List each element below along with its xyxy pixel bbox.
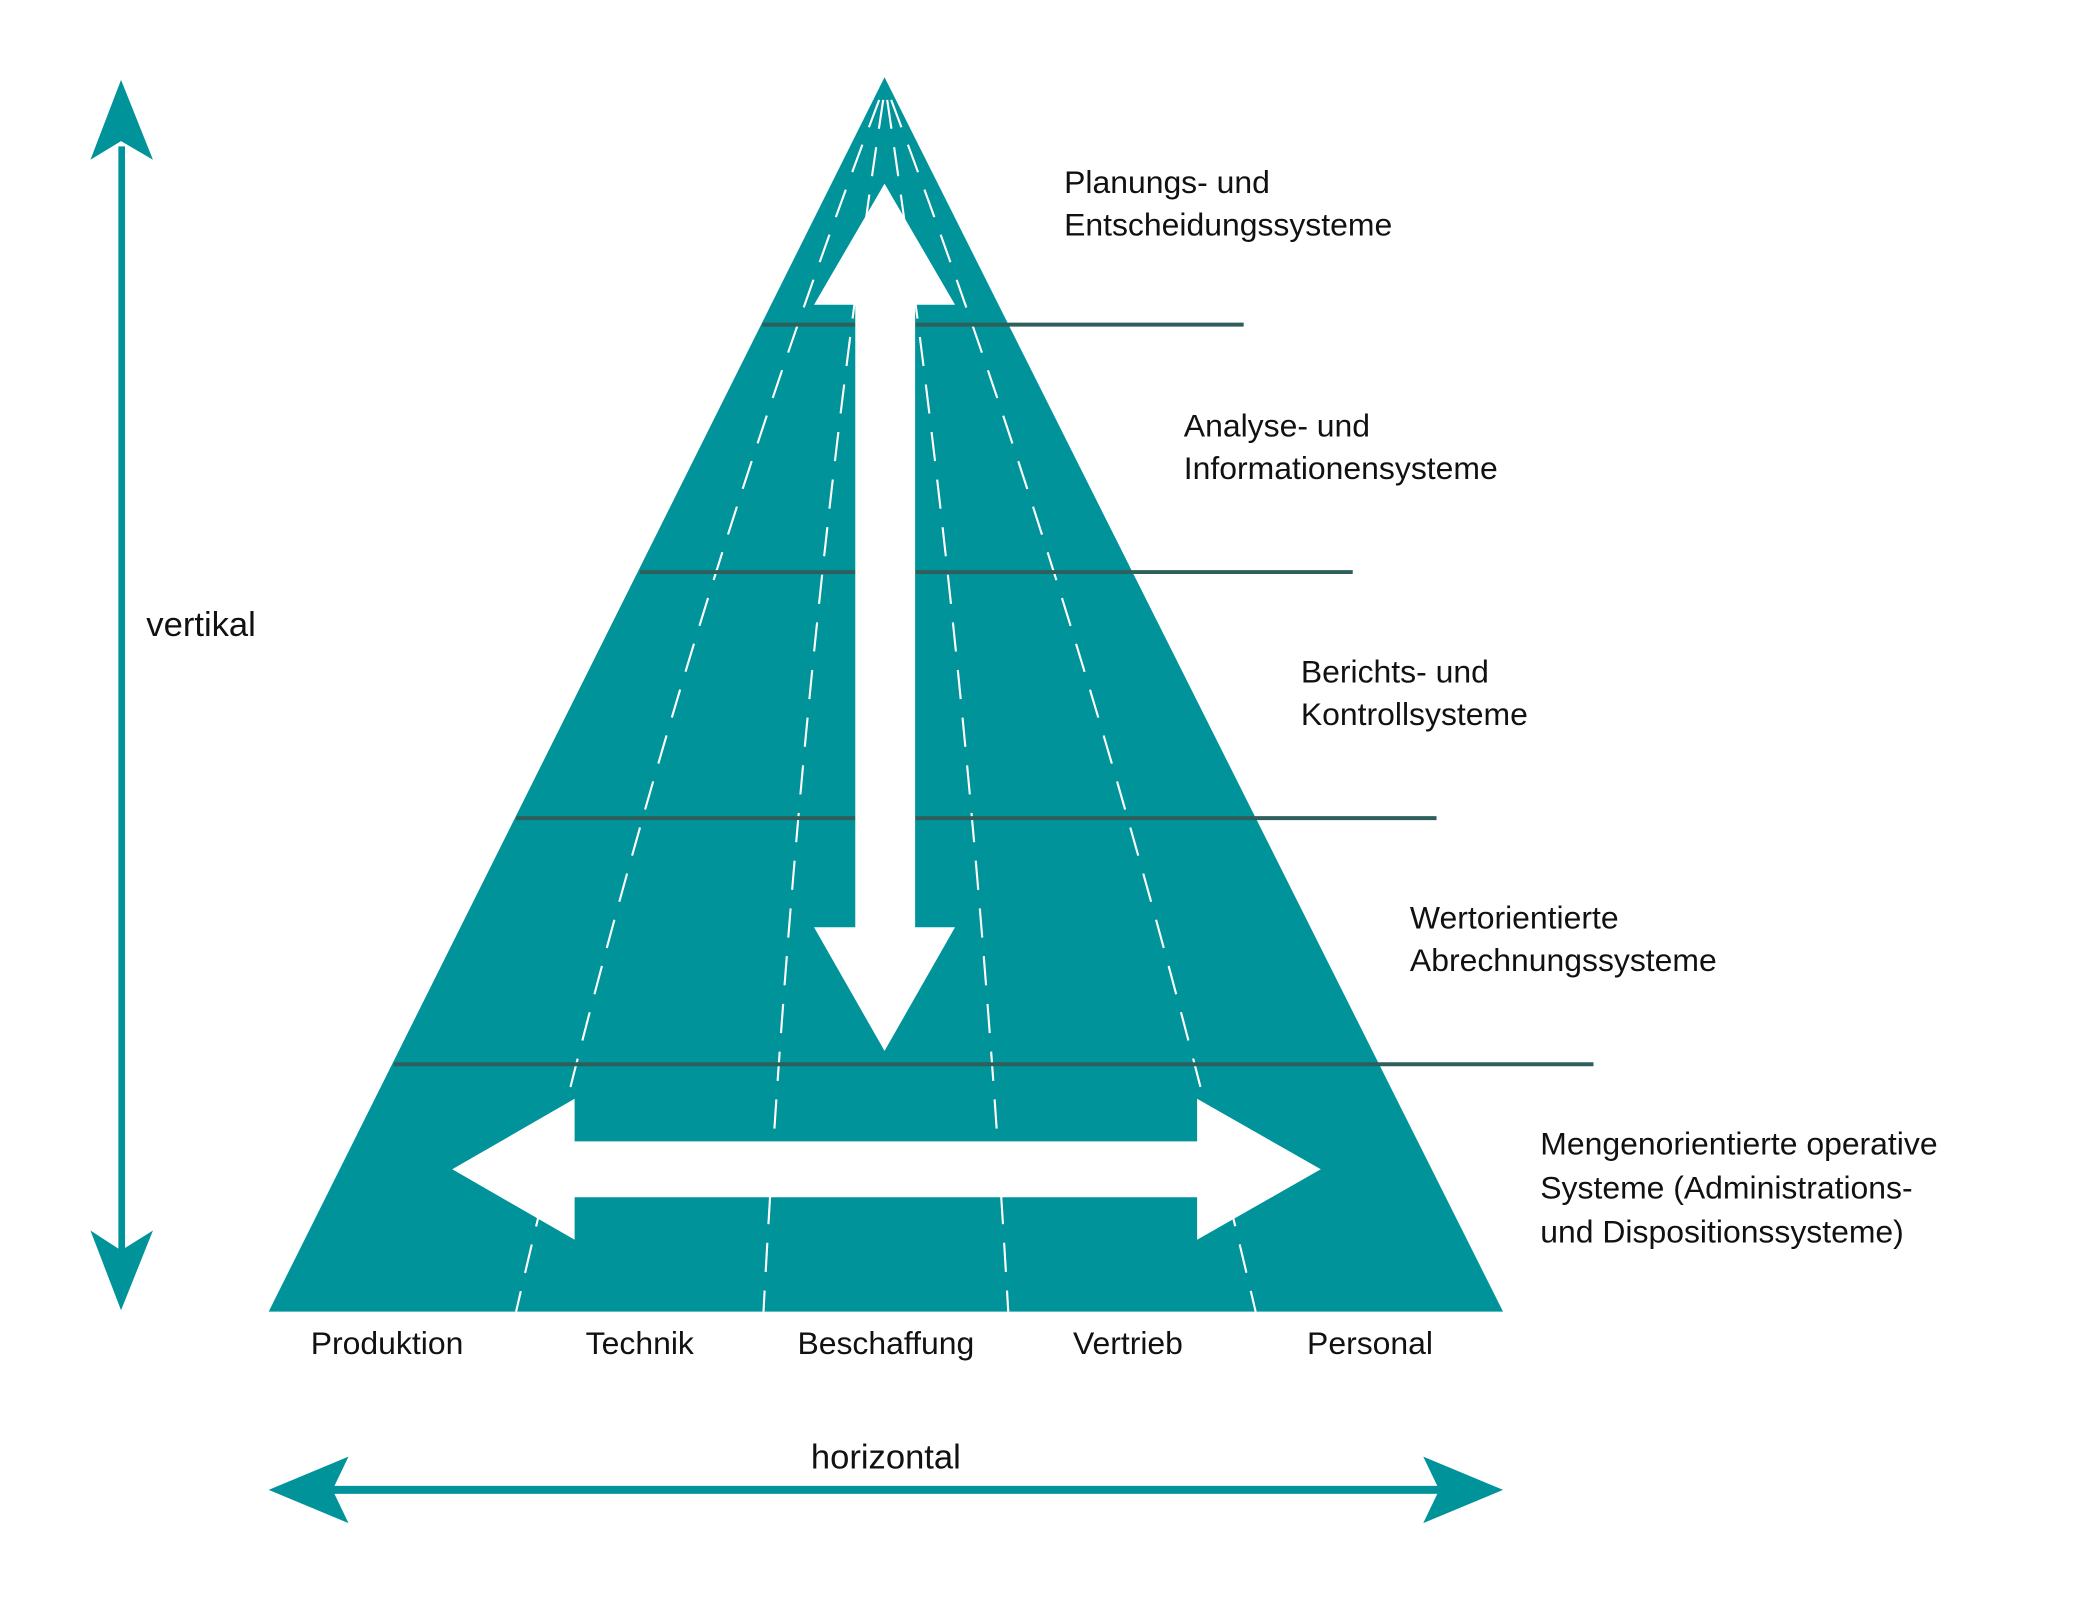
horizontal-integration-arrow (452, 1098, 1321, 1240)
level-label-2: Analyse- und Informationensysteme (1184, 407, 1498, 486)
level-label-3: Berichts- und Kontrollsysteme (1301, 653, 1528, 732)
svg-text:Mengenorientierte operative: Mengenorientierte operative (1540, 1126, 1937, 1162)
level-label-4: Wertorientierte Abrechnungssysteme (1410, 900, 1717, 979)
svg-text:Informationensysteme: Informationensysteme (1184, 450, 1498, 486)
vertical-integration-arrow (814, 183, 956, 1051)
function-label-technik: Technik (586, 1325, 694, 1361)
svg-text:und Dispositionssysteme): und Dispositionssysteme) (1540, 1213, 1904, 1249)
vertical-axis-arrow (90, 79, 153, 1311)
svg-text:Abrechnungssysteme: Abrechnungssysteme (1410, 942, 1717, 978)
svg-text:Systeme (Administrations-: Systeme (Administrations- (1540, 1170, 1912, 1206)
function-label-personal: Personal (1307, 1325, 1433, 1361)
svg-text:Analyse- und: Analyse- und (1184, 407, 1370, 443)
level-label-5: Mengenorientierte operative Systeme (Adm… (1540, 1126, 1937, 1250)
function-label-vertrieb: Vertrieb (1073, 1325, 1183, 1361)
function-label-beschaffung: Beschaffung (797, 1325, 974, 1361)
horizontal-axis-label: horizontal (811, 1439, 961, 1477)
svg-text:Planungs- und: Planungs- und (1064, 164, 1270, 200)
horizontal-axis-arrow (268, 1456, 1504, 1524)
level-label-1: Planungs- und Entscheidungssysteme (1064, 164, 1392, 243)
svg-text:Wertorientierte: Wertorientierte (1410, 900, 1619, 936)
function-label-produktion: Produktion (311, 1325, 464, 1361)
level-dividers (393, 322, 1594, 1067)
svg-text:Berichts- und: Berichts- und (1301, 653, 1489, 689)
svg-text:Entscheidungssysteme: Entscheidungssysteme (1064, 207, 1392, 243)
vertical-axis-label: vertikal (146, 606, 256, 644)
svg-text:Kontrollsysteme: Kontrollsysteme (1301, 696, 1528, 732)
